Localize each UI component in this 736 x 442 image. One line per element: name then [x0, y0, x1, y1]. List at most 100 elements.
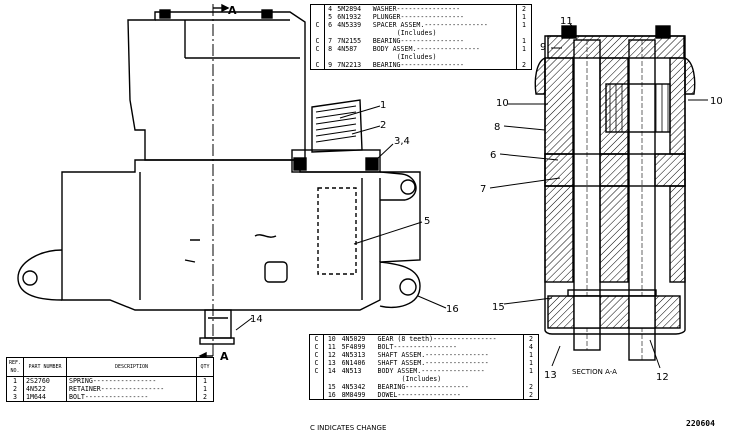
callout-16: 16 — [446, 304, 459, 315]
part-number: 8M8499 — [341, 391, 366, 399]
quantity: 1 — [523, 359, 539, 367]
change-flag — [309, 391, 324, 400]
part-number: 4N5339 — [337, 21, 362, 29]
quantity: 2 — [203, 393, 207, 401]
callout-10-left: 10 — [496, 98, 509, 109]
change-flag: C — [310, 61, 325, 70]
part-description: PLUNGER---------------- — [372, 13, 465, 21]
part-description: (Includes) — [396, 53, 437, 61]
part-number: 4N5029 — [341, 335, 366, 343]
quantity: 1 — [203, 385, 207, 393]
callout-6: 6 — [490, 150, 496, 161]
change-flag: C — [309, 351, 324, 359]
section-mark-top: A — [228, 4, 237, 17]
part-description: BOLT---------------- — [66, 393, 197, 402]
change-flag — [310, 29, 325, 37]
part-number: 7N2213 — [337, 61, 362, 69]
section-mark-bottom: A — [220, 350, 229, 363]
part-description: BEARING---------------- — [372, 37, 465, 45]
quantity: 1 — [523, 351, 539, 359]
quantity: 1 — [523, 367, 539, 375]
change-flag: C — [310, 45, 325, 53]
part-description: (Includes) — [401, 375, 442, 383]
quantity: 2 — [516, 4, 532, 13]
quantity: 1 — [516, 45, 532, 53]
part-description: SPRING---------------- — [66, 376, 197, 385]
part-description: SHAFT ASSEM.---------------- — [377, 351, 489, 359]
part-description: RETAINER---------------- — [66, 385, 197, 393]
quantity — [523, 375, 539, 383]
part-description: (Includes) — [396, 29, 437, 37]
change-flag: C — [309, 359, 324, 367]
change-note: C INDICATES CHANGE — [310, 424, 386, 432]
ref-number: 13 — [327, 359, 336, 367]
part-number: 4N5342 — [341, 383, 366, 391]
part-description: SPACER ASSEM.---------------- — [372, 21, 488, 29]
pump-body-elevation — [17, 9, 421, 345]
part-description: BODY ASSEM.---------------- — [372, 45, 480, 53]
quantity: 1 — [516, 37, 532, 45]
quantity: 2 — [523, 391, 539, 400]
section-label: SECTION A-A — [572, 368, 617, 376]
part-number — [335, 53, 370, 61]
part-description: BEARING---------------- — [377, 383, 469, 391]
ref-number: 3 — [6, 393, 24, 402]
part-number: 6N1932 — [337, 13, 362, 21]
part-number: 4N513 — [341, 367, 362, 375]
part-description: SHAFT ASSEM.---------------- — [377, 359, 489, 367]
ref-number: 7 — [328, 37, 333, 45]
quantity: 4 — [523, 343, 539, 351]
callout-12: 12 — [656, 372, 669, 383]
table-row: (Includes) — [310, 53, 532, 61]
part-number — [340, 375, 376, 383]
change-flag — [310, 4, 325, 13]
change-flag: C — [310, 37, 325, 45]
part-number: 4N522 — [23, 385, 67, 393]
change-flag — [309, 375, 324, 383]
callout-15: 15 — [492, 302, 505, 313]
table-row: (Includes) — [309, 375, 539, 383]
table-row: 15 4N5342 BEARING---------------- 2 — [309, 383, 539, 391]
ref-number: 9 — [328, 61, 333, 69]
quantity: 2 — [523, 383, 539, 391]
table-row: (Includes) — [310, 29, 532, 37]
header-qty: QTY — [196, 357, 214, 377]
change-flag: C — [309, 334, 324, 343]
change-flag — [309, 383, 324, 391]
change-flag — [310, 13, 325, 21]
quantity — [516, 53, 532, 61]
header-ref: REF. NO. — [6, 357, 24, 377]
ref-number: 15 — [327, 383, 336, 391]
ref-number — [325, 53, 336, 61]
ref-number: 14 — [327, 367, 336, 375]
quantity: 1 — [516, 21, 532, 29]
callout-14: 14 — [250, 314, 263, 325]
part-number: 2S2760 — [23, 376, 67, 385]
ref-number — [325, 29, 336, 37]
part-description: GEAR (8 teeth)---------------- — [377, 335, 497, 343]
callout-8: 8 — [494, 122, 500, 133]
change-flag: C — [309, 343, 324, 351]
callout-11: 11 — [560, 16, 573, 27]
change-flag — [310, 53, 325, 61]
ref-number — [324, 375, 340, 383]
callout-13: 13 — [544, 370, 557, 381]
callout-10-right: 10 — [710, 96, 723, 107]
header-part: PART NUMBER — [23, 357, 67, 377]
quantity: 2 — [523, 334, 539, 343]
part-number: 5F4899 — [341, 343, 366, 351]
callout-9: 9 — [540, 42, 546, 53]
ref-number: 8 — [328, 45, 333, 53]
